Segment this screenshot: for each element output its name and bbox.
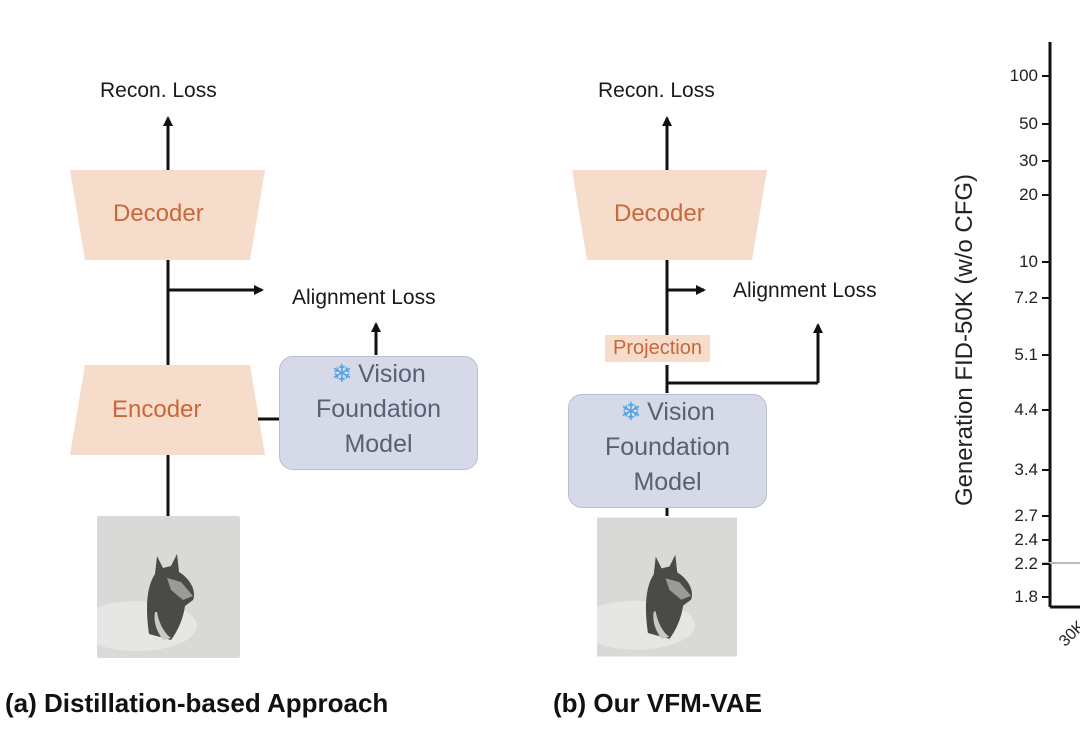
recon-loss-label-b: Recon. Loss bbox=[598, 79, 715, 102]
snowflake-icon: ❄ bbox=[331, 360, 353, 388]
alignment-loss-label-a: Alignment Loss bbox=[292, 286, 436, 309]
vision-foundation-model-b: ❄Vision Foundation Model bbox=[568, 394, 767, 508]
chart-y-axis-title: Generation FID-50K (w/o CFG) bbox=[951, 173, 978, 507]
y-tick-label: 1.8 bbox=[1014, 587, 1038, 606]
vfm-line1: Vision bbox=[358, 360, 426, 388]
alignment-loss-label-b: Alignment Loss bbox=[733, 279, 877, 302]
y-tick-label: 5.1 bbox=[1014, 345, 1038, 364]
caption-b: (b) Our VFM-VAE bbox=[553, 688, 762, 718]
vfm-line3: Model bbox=[633, 468, 702, 496]
decoder-label-b: Decoder bbox=[614, 200, 705, 227]
decoder-label-a: Decoder bbox=[113, 200, 204, 227]
input-image-a bbox=[97, 516, 240, 658]
y-tick-label: 2.7 bbox=[1014, 506, 1038, 525]
y-tick-label: 10 bbox=[1019, 252, 1038, 271]
y-tick-label: 20 bbox=[1019, 185, 1038, 204]
y-tick-label: 7.2 bbox=[1014, 288, 1038, 307]
y-tick-label: 3.4 bbox=[1014, 460, 1038, 479]
vfm-line3: Model bbox=[344, 430, 413, 458]
recon-loss-label-a: Recon. Loss bbox=[100, 79, 217, 102]
chart-axis bbox=[1042, 42, 1080, 609]
encoder-label-a: Encoder bbox=[112, 396, 202, 423]
y-tick-label: 30 bbox=[1019, 151, 1038, 170]
decoder-shape-a bbox=[70, 170, 265, 260]
decoder-shape-b bbox=[572, 170, 767, 260]
vision-foundation-model-a: ❄Vision Foundation Model bbox=[279, 356, 478, 470]
y-tick-label: 50 bbox=[1019, 114, 1038, 133]
caption-a: (a) Distillation-based Approach bbox=[5, 688, 389, 718]
vfm-line2: Foundation bbox=[604, 433, 731, 461]
y-tick-label: 4.4 bbox=[1014, 400, 1038, 419]
y-tick-label: 2.4 bbox=[1014, 530, 1038, 549]
input-image-b bbox=[597, 516, 737, 658]
y-tick-label: 100 bbox=[1009, 66, 1038, 85]
vfm-line1: Vision bbox=[647, 398, 715, 426]
y-tick-label: 2.2 bbox=[1014, 554, 1038, 573]
projection-block: Projection bbox=[605, 335, 710, 362]
snowflake-icon: ❄ bbox=[620, 398, 642, 426]
vfm-line2: Foundation bbox=[315, 395, 442, 423]
encoder-shape-a bbox=[70, 365, 265, 455]
